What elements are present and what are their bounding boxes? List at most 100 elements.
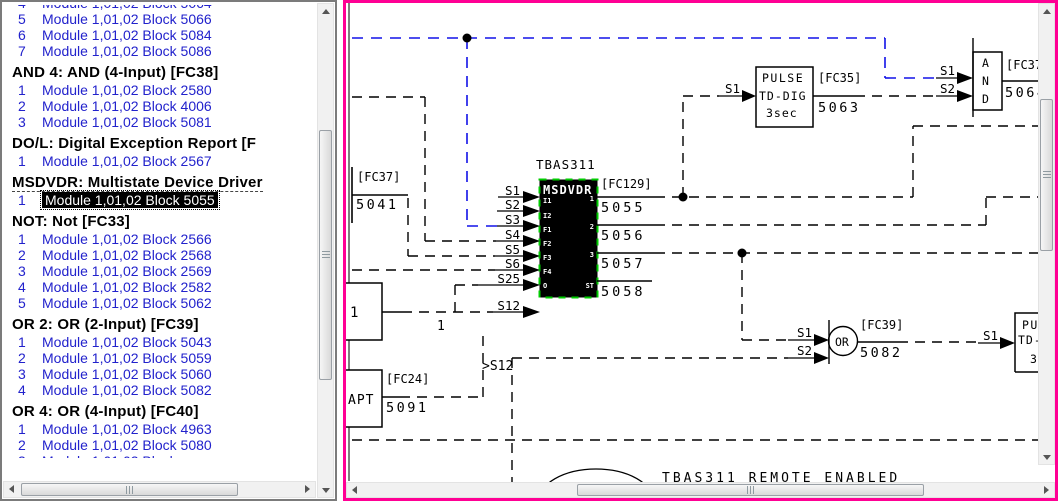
svg-text:I2: I2 bbox=[543, 212, 551, 220]
block-name: PULSE bbox=[762, 71, 804, 85]
svg-text:5056: 5056 bbox=[601, 228, 646, 244]
svg-text:S1: S1 bbox=[505, 183, 520, 198]
block-and-5064[interactable]: A N D [FC37] 5064 S1 S2 bbox=[936, 38, 1054, 117]
diagram-hscroll-thumb[interactable] bbox=[577, 484, 924, 496]
svg-text:3: 3 bbox=[590, 251, 594, 259]
output-ref: 5064 bbox=[1005, 85, 1048, 101]
scroll-left-button[interactable] bbox=[4, 482, 19, 496]
fc-label: [FC37] bbox=[357, 170, 400, 184]
block-name: OR bbox=[835, 335, 849, 349]
svg-text:S12: S12 bbox=[497, 298, 520, 313]
output-ref: 5041 bbox=[356, 197, 399, 213]
block-pulse-5063[interactable]: PULSE TD-DIG 3sec [FC35] 5063 S1 bbox=[719, 66, 861, 128]
block-pulse-2[interactable]: PU TD- 3 S1 bbox=[978, 312, 1054, 373]
scroll-left-icon bbox=[9, 485, 14, 493]
scroll-right-icon bbox=[305, 485, 310, 493]
svg-text:S3: S3 bbox=[505, 212, 520, 227]
svg-text:S6: S6 bbox=[505, 256, 520, 271]
diagram-vscroll-thumb[interactable] bbox=[1040, 99, 1053, 251]
s12-reference-label: >S12 bbox=[482, 359, 513, 374]
input-arrow-icon bbox=[523, 191, 540, 318]
selection-highlight bbox=[538, 178, 599, 299]
diagram-horizontal-scrollbar[interactable] bbox=[346, 482, 1055, 498]
input-arrow-icon bbox=[1000, 337, 1015, 349]
fc-label: [FC39] bbox=[860, 318, 903, 332]
scroll-up-icon bbox=[321, 8, 330, 14]
output-refs: 5055 5056 5057 5058 bbox=[601, 200, 646, 300]
diagram-vertical-scrollbar[interactable] bbox=[1038, 3, 1055, 465]
input-arrow-icon bbox=[957, 72, 973, 84]
diagram-canvas[interactable]: [FC37] 5041 1 1 APT [FC24] 5091 TBAS311 bbox=[346, 3, 1055, 498]
scroll-right-button[interactable] bbox=[1039, 483, 1054, 497]
input-arrow-icon bbox=[814, 334, 829, 346]
input-pin-label: S2 bbox=[797, 343, 812, 358]
input-arrow-icon bbox=[814, 352, 829, 364]
const-value: 1 bbox=[350, 305, 358, 321]
input-pin-label: S2 bbox=[940, 81, 955, 96]
svg-text:O: O bbox=[543, 282, 547, 290]
svg-text:5058: 5058 bbox=[601, 284, 646, 300]
wire-junction-dots bbox=[462, 33, 747, 258]
scroll-down-button[interactable] bbox=[318, 483, 333, 497]
thumb-grip-icon bbox=[746, 486, 755, 494]
svg-text:S5: S5 bbox=[505, 242, 520, 257]
block-or-5082[interactable]: OR [FC39] 5082 S1 S2 bbox=[788, 318, 903, 364]
fc-label: [FC129] bbox=[601, 177, 652, 191]
svg-text:N: N bbox=[982, 74, 989, 88]
list-hscroll-thumb[interactable] bbox=[21, 483, 238, 496]
scroll-left-button[interactable] bbox=[347, 483, 362, 497]
block-msdvdr-5055[interactable]: TBAS311 [FC129] MSDVDR I1 I2 F1 F2 F3 F4… bbox=[478, 157, 655, 318]
scroll-up-button[interactable] bbox=[1039, 4, 1054, 18]
block-5041[interactable]: [FC37] 5041 bbox=[351, 167, 408, 223]
list-vscroll-thumb[interactable] bbox=[319, 130, 332, 380]
svg-text:S4: S4 bbox=[505, 227, 520, 242]
block-adapt-5091[interactable]: APT [FC24] 5091 bbox=[346, 369, 429, 428]
list-group-header: AND 4: AND (4-Input) [FC38] bbox=[12, 64, 219, 81]
blue-signal-wires bbox=[352, 37, 936, 227]
svg-text:F2: F2 bbox=[543, 240, 551, 248]
list-group-header: NOT: Not [FC33] bbox=[12, 213, 130, 230]
thumb-grip-icon bbox=[125, 485, 134, 494]
svg-text:I1: I1 bbox=[543, 197, 551, 205]
scroll-down-icon bbox=[321, 487, 330, 493]
block-const-1[interactable]: 1 1 bbox=[346, 282, 445, 341]
scroll-down-button[interactable] bbox=[1039, 450, 1054, 464]
input-pin-labels: S1 S2 S3 S4 S5 S6 S25 S12 bbox=[497, 183, 520, 313]
list-vertical-scrollbar[interactable] bbox=[317, 3, 334, 498]
block-name: APT bbox=[348, 393, 374, 408]
scroll-up-button[interactable] bbox=[318, 4, 333, 18]
scroll-right-button[interactable] bbox=[300, 482, 315, 496]
svg-text:3: 3 bbox=[1030, 352, 1037, 366]
scroll-right-icon bbox=[1044, 486, 1049, 494]
svg-text:5055: 5055 bbox=[601, 200, 646, 216]
scroll-up-icon bbox=[1042, 8, 1051, 14]
tag-name: TBAS311 bbox=[536, 157, 596, 172]
output-ref: 5082 bbox=[860, 345, 903, 361]
list-horizontal-scrollbar[interactable] bbox=[3, 481, 316, 498]
svg-text:2: 2 bbox=[590, 223, 594, 231]
block-name: A bbox=[982, 56, 989, 70]
input-pin-label: S1 bbox=[983, 328, 998, 343]
svg-text:S2: S2 bbox=[505, 197, 520, 212]
